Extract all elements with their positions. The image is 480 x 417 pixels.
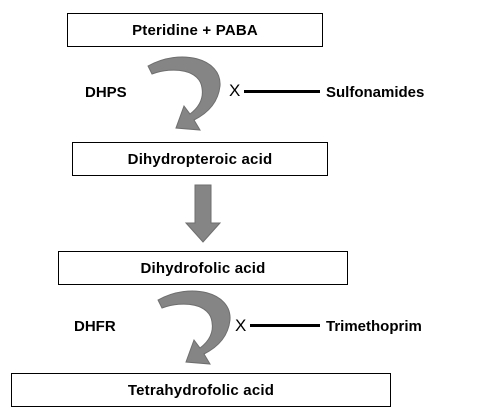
dihydropteroic-acid-label: Dihydropteroic acid: [127, 150, 273, 168]
tetrahydrofolic-acid-box: Tetrahydrofolic acid: [11, 373, 391, 407]
curved-arrow-dhfr-shape: [157, 290, 231, 365]
pteridine-paba-box: Pteridine + PABA: [67, 13, 323, 47]
trimethoprim-inhibition-line: [250, 324, 320, 327]
pteridine-paba-label: Pteridine + PABA: [132, 21, 258, 39]
trimethoprim-label: Trimethoprim: [326, 318, 422, 335]
dihydrofolic-acid-box: Dihydrofolic acid: [58, 251, 348, 285]
curved-arrow-dhps: [147, 56, 221, 131]
dihydropteroic-acid-box: Dihydropteroic acid: [72, 142, 328, 176]
dhps-enzyme-label: DHPS: [85, 84, 127, 101]
down-arrow-shape: [184, 184, 222, 243]
down-arrow: [184, 184, 222, 243]
curved-arrow-dhfr: [157, 290, 231, 365]
dihydrofolic-acid-label: Dihydrofolic acid: [140, 259, 266, 277]
inhibition-x-mark-2: X: [235, 316, 247, 335]
tetrahydrofolic-acid-label: Tetrahydrofolic acid: [127, 381, 275, 399]
dhfr-enzyme-label: DHFR: [74, 318, 116, 335]
sulfonamides-label: Sulfonamides: [326, 84, 425, 101]
inhibition-x-mark-1: X: [229, 81, 241, 100]
sulfonamides-inhibition-line: [244, 90, 320, 93]
curved-arrow-dhps-shape: [147, 56, 221, 131]
